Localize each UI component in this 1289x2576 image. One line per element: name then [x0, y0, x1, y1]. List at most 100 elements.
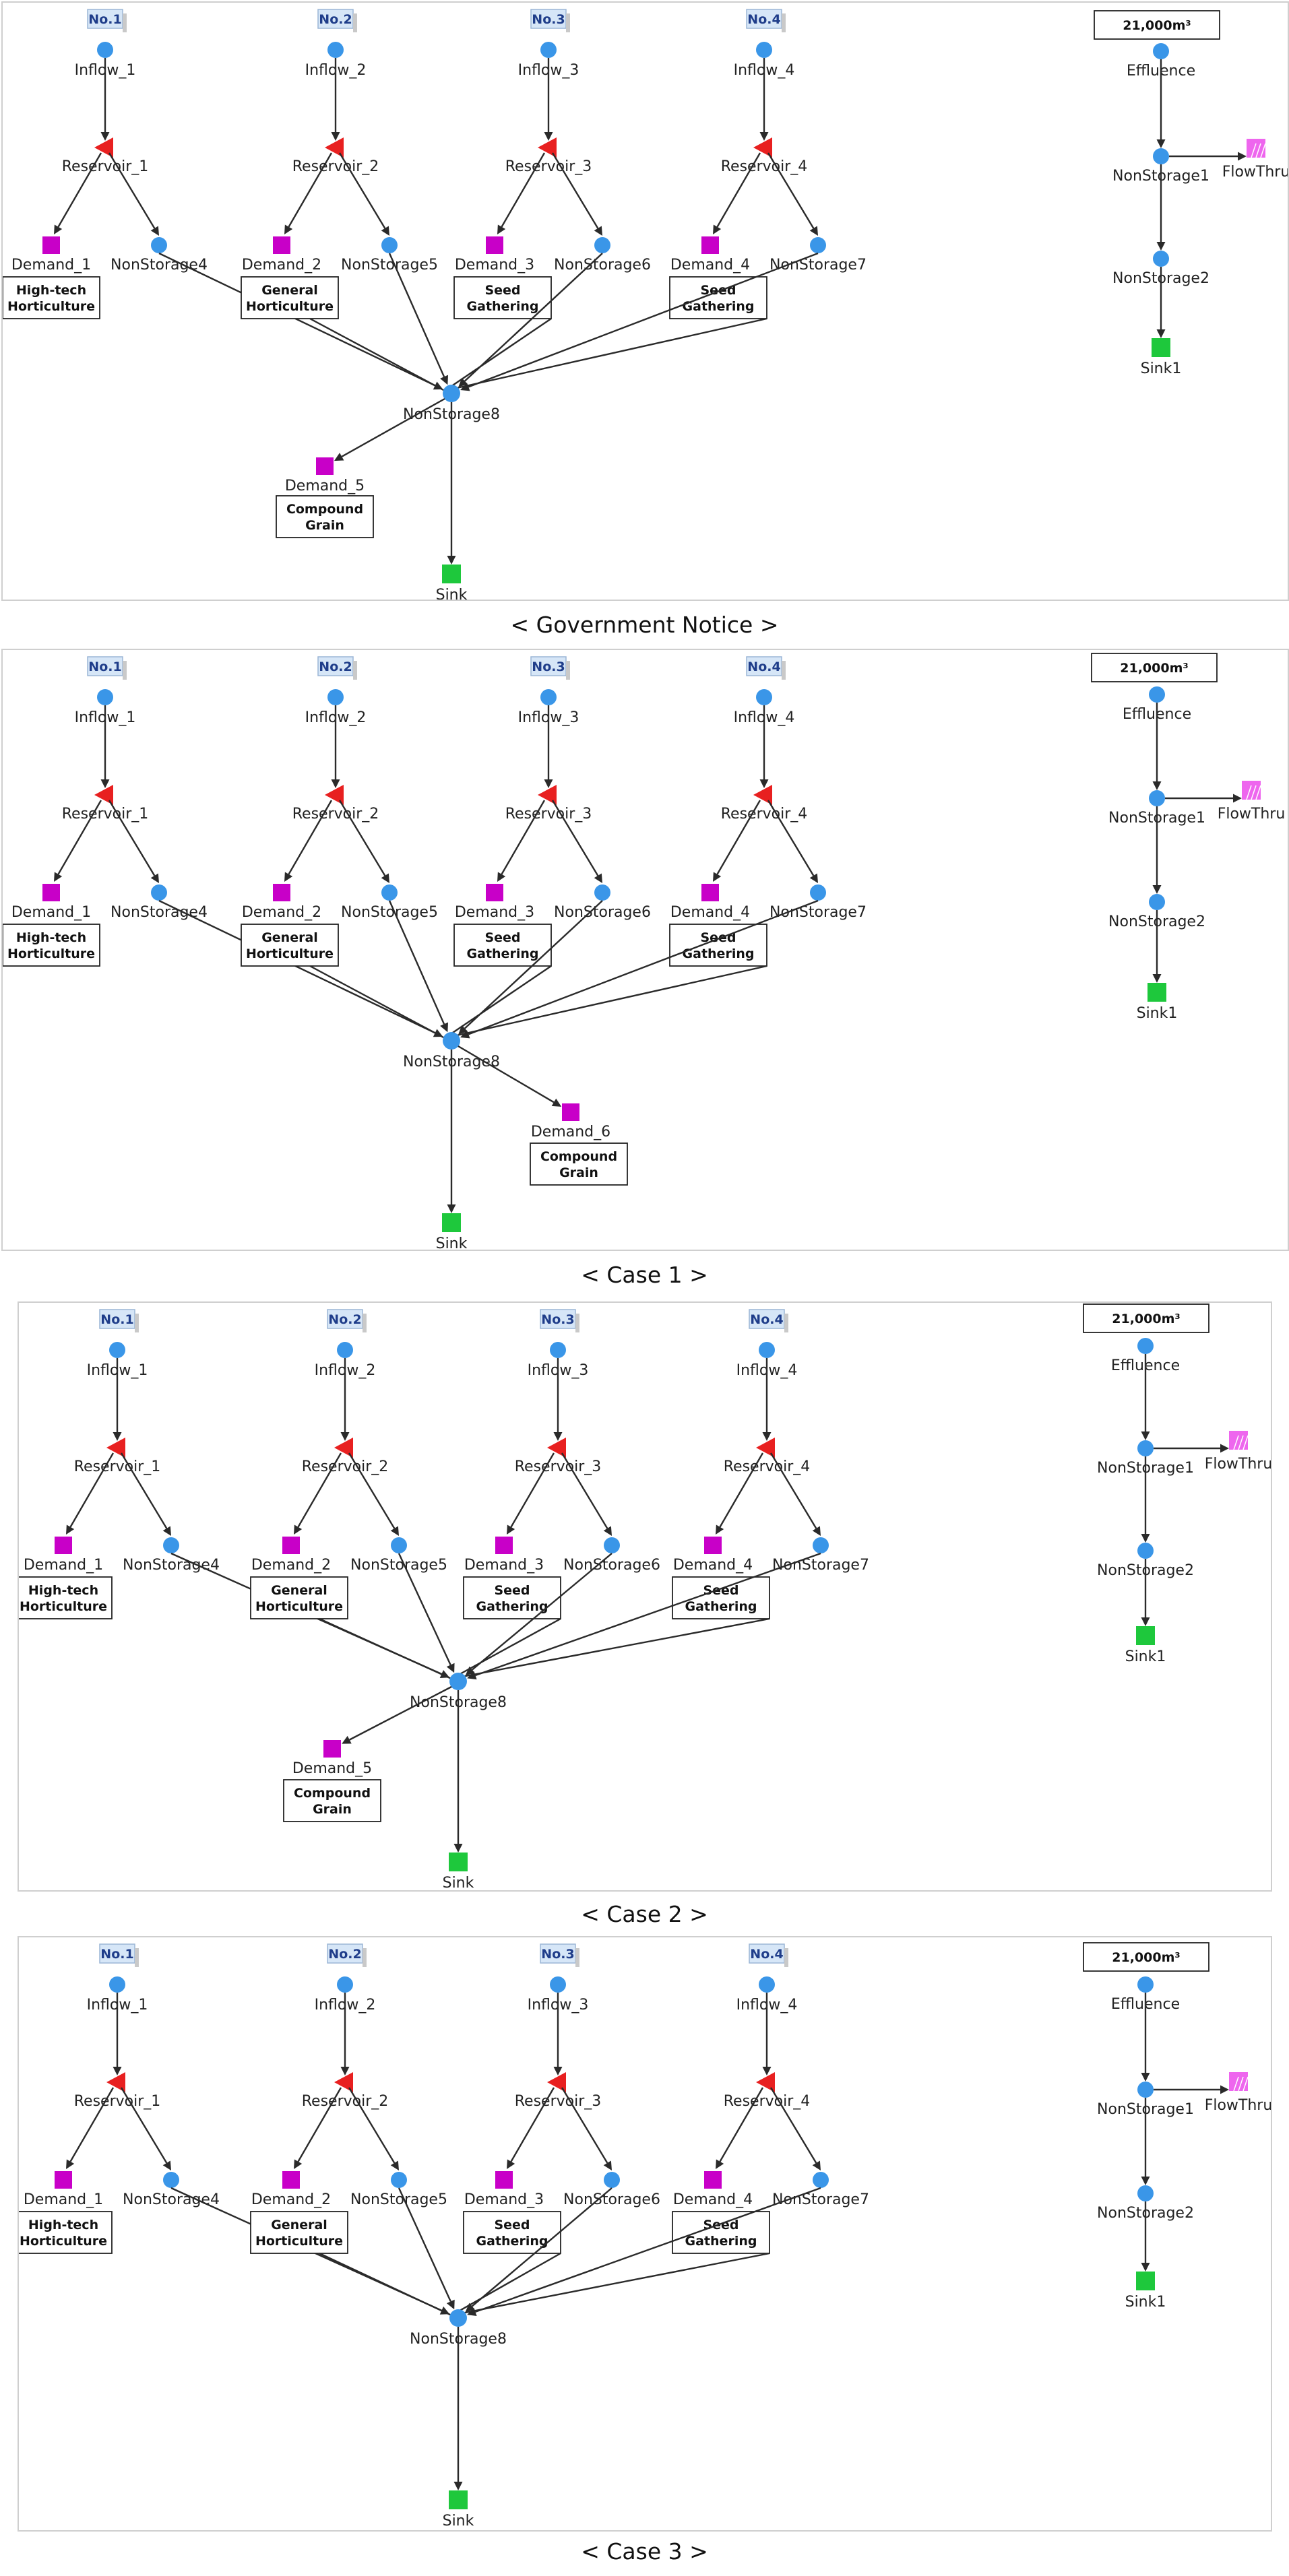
- junction-node-icon: [449, 2309, 467, 2327]
- flowthru-square-icon: [1229, 1431, 1248, 1450]
- edge-usebox-to-junction: [444, 965, 552, 1039]
- use-box: [19, 1576, 113, 1619]
- edge-nonstorage-to-junction: [464, 253, 603, 382]
- flowthru-hatch: [1251, 785, 1257, 800]
- reservoir-label: Reservoir_4: [721, 158, 808, 175]
- edge-nonstorage-to-junction: [471, 2187, 612, 2307]
- use-box: [669, 276, 767, 319]
- use-box: [3, 276, 100, 319]
- nonstorage-node-icon: [151, 237, 167, 253]
- demand-label: Demand_3: [455, 257, 534, 273]
- effluence-node-icon: [1149, 686, 1165, 703]
- inflow-tag-label: No.3: [541, 1312, 574, 1327]
- demand-label: Demand_2: [251, 2191, 331, 2208]
- demand-square-icon: [704, 2171, 722, 2189]
- use-box: [241, 276, 339, 319]
- use-box-line-1: General: [271, 1583, 327, 1598]
- use-box-line-1: High-tech: [16, 283, 86, 298]
- extra-use-box-line-1: Compound: [540, 1149, 617, 1164]
- edge-reservoir-to-nonstorage-head: [381, 873, 389, 883]
- edge-reservoir-to-nonstorage-head: [594, 873, 602, 883]
- inflow-node-icon: [550, 1976, 566, 1993]
- nonstorage1-node-icon: [1137, 2082, 1154, 2098]
- inflow-tag-label: No.4: [750, 1947, 783, 1962]
- edge-reservoir-to-demand-head: [497, 224, 506, 234]
- use-box-line-2: Horticulture: [246, 299, 334, 314]
- use-box-line-2: Gathering: [683, 946, 755, 961]
- use-box-line-1: General: [271, 2218, 327, 2232]
- edge-reservoir-to-nonstorage-head: [150, 226, 159, 236]
- edge-usebox-to-junction: [451, 1617, 770, 1680]
- nonstorage-label: NonStorage6: [554, 904, 651, 921]
- edge-effluence-to-nonstorage1-head: [1141, 2073, 1150, 2082]
- flowthru-hatch: [1246, 785, 1252, 800]
- inflow-tag-shadow: [353, 661, 357, 680]
- inflow-tag-box: [327, 1943, 363, 1964]
- junction-node-icon: [443, 385, 460, 402]
- inflow-tag-box: [87, 656, 123, 676]
- sink-square-icon: [449, 2490, 468, 2509]
- demand-label: Demand_1: [24, 2191, 103, 2208]
- effluence-node-icon: [1153, 43, 1169, 59]
- inflow-tag-box: [749, 1943, 785, 1964]
- edge-nonstorage1-to-nonstorage2-head: [1156, 242, 1166, 251]
- inflow-node-icon: [540, 42, 557, 58]
- extra-demand-square-icon: [323, 1740, 341, 1758]
- edge-reservoir-to-demand-head: [294, 2159, 303, 2169]
- nonstorage1-node-icon: [1149, 790, 1165, 806]
- inflow-node-icon: [756, 689, 772, 705]
- nonstorage-label: NonStorage7: [769, 257, 867, 273]
- edge-nonstorage-to-junction: [468, 252, 819, 388]
- extra-use-box-line-1: Compound: [294, 1786, 371, 1801]
- edge-nonstorage2-to-sink1-head: [1141, 1617, 1150, 1626]
- nonstorage-node-icon: [391, 1537, 407, 1553]
- nonstorage-node-icon: [810, 237, 826, 253]
- nonstorage-node-icon: [604, 1537, 620, 1553]
- nonstorage-label: NonStorage4: [111, 904, 208, 921]
- reservoir-label: Reservoir_2: [302, 2093, 389, 2110]
- use-box-line-2: Horticulture: [20, 1599, 107, 1614]
- edge-inflow-to-reservoir-head: [331, 132, 340, 141]
- edge-nonstorage1-to-flowthru-head: [1220, 1444, 1229, 1453]
- extra-use-box-line-2: Grain: [305, 518, 344, 533]
- edge-effluence-to-nonstorage1-head: [1156, 139, 1166, 148]
- inflow-tag-label: No.4: [750, 1312, 783, 1327]
- use-box-line-2: Horticulture: [246, 946, 334, 961]
- reservoir-label: Reservoir_2: [302, 1458, 389, 1475]
- inflow-tag-shadow: [782, 661, 786, 680]
- inflow-node-icon: [109, 1342, 125, 1358]
- inflow-tag-shadow: [123, 13, 127, 32]
- edge-nonstorage-to-junction: [475, 1552, 821, 1677]
- extra-use-box: [276, 495, 374, 538]
- inflow-node-icon: [540, 689, 557, 705]
- demand-label: Demand_4: [670, 257, 750, 273]
- caption-case-3: < Case 3 >: [581, 2538, 708, 2565]
- nonstorage-label: NonStorage4: [123, 1557, 220, 1574]
- edge-junction-to-extra-demand-head: [551, 1098, 562, 1107]
- demand-label: Demand_1: [24, 1557, 103, 1574]
- flowthru-square-icon: [1247, 139, 1265, 158]
- edge-reservoir-to-nonstorage-head: [162, 1526, 171, 1536]
- use-box: [241, 924, 339, 967]
- inflow-tag-box: [530, 9, 567, 29]
- inflow-tag-box: [87, 9, 123, 29]
- use-box: [250, 2211, 348, 2254]
- edge-nonstorage-to-junction: [388, 253, 445, 377]
- edge-reservoir-to-nonstorage-head: [594, 226, 602, 236]
- demand-square-icon: [701, 884, 719, 901]
- edge-inflow-to-reservoir-head: [113, 2067, 122, 2075]
- edge-nonstorage-to-junction: [388, 900, 445, 1025]
- edge-reservoir-to-demand: [501, 800, 546, 875]
- sink-square-icon: [449, 1853, 468, 1871]
- reservoir-label: Reservoir_3: [515, 1458, 602, 1475]
- edge-reservoir-to-nonstorage: [561, 2087, 608, 2164]
- inflow-tag-shadow: [566, 661, 570, 680]
- nonstorage-label: NonStorage5: [341, 904, 438, 921]
- inflow-node-icon: [97, 689, 113, 705]
- nonstorage-node-icon: [163, 2172, 179, 2188]
- edge-reservoir-to-nonstorage: [108, 152, 156, 229]
- inflow-tag-box: [540, 1943, 576, 1964]
- use-box-line-2: Gathering: [685, 1599, 757, 1614]
